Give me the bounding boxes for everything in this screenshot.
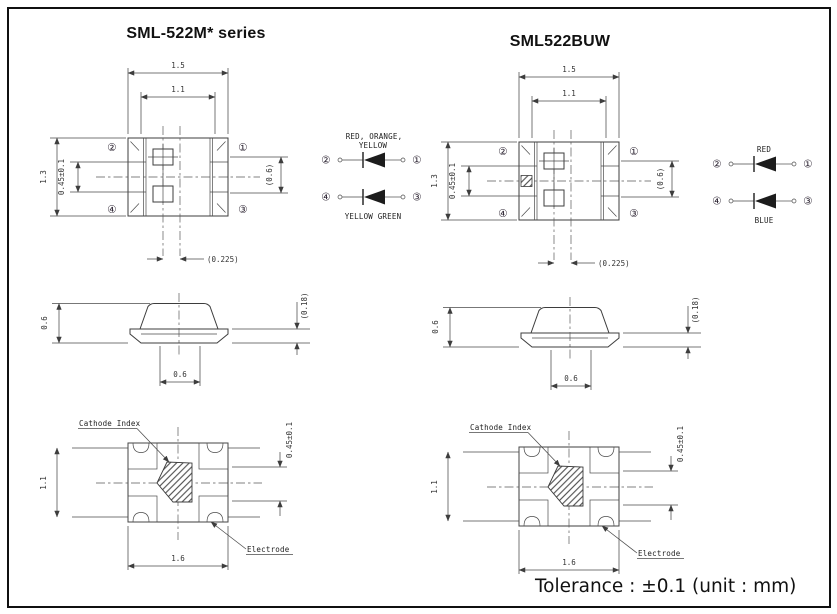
pin-1: ①: [803, 159, 812, 171]
diode-symbol: [364, 189, 385, 205]
page-border: [7, 7, 831, 608]
dimensions: 1.1 1.6 0.45±0.1: [39, 422, 294, 570]
dim-width-inner: 1.1: [562, 89, 576, 98]
dim-height: 1.3: [39, 170, 48, 184]
dimensions: 1.5 1.1 1.3 0.45±0.1 (0.6) (0.225): [39, 61, 288, 264]
led-chips: [148, 144, 178, 203]
pin-2: ②: [498, 146, 507, 158]
side-view-right: 0.6 (0.18) 0.6: [431, 296, 701, 390]
dim-height: 0.6: [431, 320, 440, 334]
dimensions: 0.6 (0.18) 0.6: [431, 296, 701, 390]
circuit-color-top-2: RED: [757, 145, 771, 154]
pin-2: ②: [321, 155, 330, 167]
callouts: Cathode Index Electrode: [469, 423, 684, 559]
pin-4: ④: [107, 204, 116, 216]
electrode-label: Electrode: [247, 545, 290, 554]
pin-1: ①: [238, 142, 247, 154]
pin-2: ②: [107, 142, 116, 154]
pin-3: ③: [238, 204, 247, 216]
side-view-left: 0.6 (0.18) 0.6: [40, 292, 310, 386]
bottom-view-right: 1.1 1.6 0.45±0.1 Cathode Index Electrode: [430, 423, 685, 574]
circuit-color-bottom: YELLOW GREEN: [345, 212, 402, 221]
diode-top: [728, 156, 797, 172]
led-chips: [539, 148, 569, 207]
dim-height: 1.1: [430, 480, 439, 494]
cathode-index-label: Cathode Index: [79, 419, 141, 428]
dim-chip-pitch: 0.45±0.1: [448, 163, 457, 199]
dim-chip-pitch: 0.45±0.1: [57, 159, 66, 195]
pin-1: ①: [629, 146, 638, 158]
terminal-caps: [519, 142, 619, 220]
pin-3: ③: [803, 196, 812, 208]
circuit-color-bottom: BLUE: [755, 216, 774, 225]
dim-height: 1.3: [430, 174, 439, 188]
dim-height: 1.1: [39, 476, 48, 490]
dimensions: 1.1 1.6 0.45±0.1: [430, 426, 685, 574]
dim-width-inner: 1.1: [171, 85, 185, 94]
cathode-index-mark: [156, 461, 193, 503]
pin-numbers: ② ① ④ ③: [107, 142, 247, 216]
dim-lens: (0.6): [265, 164, 274, 187]
right-column-drawing: 1.5 1.1 1.3 0.45±0.1 (0.6) (0.225): [430, 65, 813, 574]
dim-width-outer: 1.5: [562, 65, 576, 74]
dim-width: 1.6: [171, 554, 185, 563]
circuit-color-top-1: RED, ORANGE,: [346, 132, 403, 141]
circuit-diagram-right: RED BLUE ② ① ④ ③: [712, 145, 812, 225]
circuit-color-top-2: YELLOW: [359, 141, 388, 150]
dim-width: 0.6: [173, 370, 187, 379]
pin-4: ④: [712, 196, 721, 208]
electrode-label: Electrode: [638, 549, 681, 558]
cathode-index-mark: [547, 465, 584, 507]
pin-4: ④: [498, 208, 507, 220]
dim-height: 0.6: [40, 316, 49, 330]
dim-width: 0.6: [564, 374, 578, 383]
diode-top: [337, 152, 406, 168]
diode-bottom: [337, 189, 406, 205]
dim-offset: (0.225): [207, 255, 239, 264]
callouts: Cathode Index Electrode: [78, 419, 293, 555]
pin-numbers: ② ① ④ ③: [498, 146, 638, 220]
dim-lens: (0.6): [656, 168, 665, 191]
dim-terminal: (0.18): [691, 296, 700, 323]
pin-3: ③: [629, 208, 638, 220]
tolerance-note: Tolerance : ±0.1 (unit : mm): [534, 576, 796, 597]
diode-symbol: [755, 156, 776, 172]
dim-terminal: (0.18): [300, 292, 309, 319]
dim-pad: 0.45±0.1: [676, 426, 685, 462]
pin-3: ③: [412, 192, 421, 204]
series-title-right: SML522BUW: [510, 33, 611, 50]
dim-width-outer: 1.5: [171, 61, 185, 70]
pin-2: ②: [712, 159, 721, 171]
top-view-right: 1.5 1.1 1.3 0.45±0.1 (0.6) (0.225): [430, 65, 679, 268]
pin-4: ④: [321, 192, 330, 204]
diode-symbol: [364, 152, 385, 168]
dim-offset: (0.225): [598, 259, 630, 268]
polarity-mark: [520, 175, 533, 187]
cathode-index-label: Cathode Index: [470, 423, 532, 432]
circuit-diagram-left: RED, ORANGE, YELLOW YELLOW GREEN ② ①: [321, 132, 421, 221]
dimensions: 1.5 1.1 1.3 0.45±0.1 (0.6) (0.225): [430, 65, 679, 268]
dim-pad: 0.45±0.1: [285, 422, 294, 458]
dim-width: 1.6: [562, 558, 576, 567]
left-column-drawing: 1.5 1.1 1.3 0.45±0.1 (0.6) (0.225): [39, 61, 422, 570]
bottom-view-left: 1.1 1.6 0.45±0.1 Cathode Index Electrode: [39, 419, 294, 570]
dimensions: 0.6 (0.18) 0.6: [40, 292, 310, 386]
top-view-left: 1.5 1.1 1.3 0.45±0.1 (0.6) (0.225): [39, 61, 288, 264]
diode-symbol: [755, 193, 776, 209]
diode-bottom: [728, 193, 797, 209]
series-title-left: SML-522M* series: [126, 25, 265, 42]
pin-1: ①: [412, 155, 421, 167]
